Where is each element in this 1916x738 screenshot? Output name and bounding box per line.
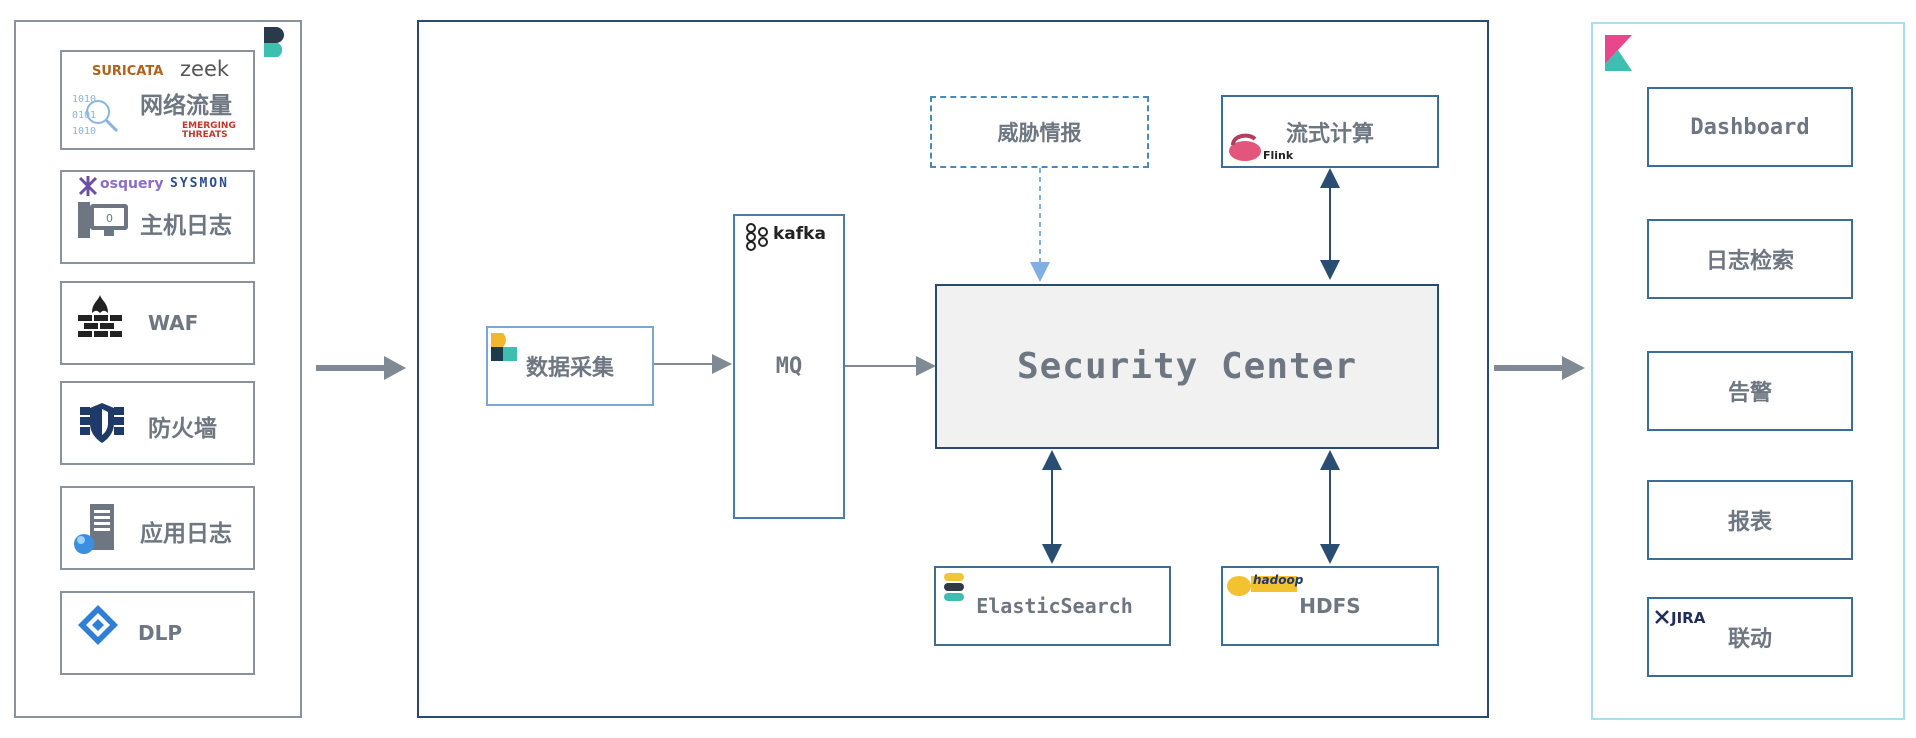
- suricata-logo: SURICATA: [92, 64, 164, 79]
- source-label: WAF: [148, 311, 199, 335]
- kafka-logo-icon: [746, 223, 768, 251]
- computer-icon: 0: [78, 202, 128, 238]
- data-collector-node: 数据采集: [486, 326, 654, 406]
- shield-wall-icon: [80, 403, 124, 443]
- kibana-logo-icon: [1605, 35, 1632, 71]
- output-label: 日志检索: [1705, 249, 1794, 274]
- binary-magnifier-icon: 1010 0101 1010: [72, 94, 119, 137]
- source-label: 网络流量: [140, 93, 232, 119]
- hadoop-logo: hadoop: [1253, 573, 1304, 587]
- source-label: 防火墙: [148, 416, 217, 442]
- zeek-logo: zeek: [180, 57, 230, 81]
- osquery-logo: osquery: [100, 176, 164, 192]
- threat-intel-node: 威胁情报: [930, 96, 1149, 168]
- stream-compute-node: Flink 流式计算: [1221, 95, 1439, 168]
- kafka-logo: kafka: [773, 224, 826, 244]
- source-dlp: DLP: [60, 591, 255, 675]
- threat-intel-label: 威胁情报: [997, 121, 1082, 145]
- source-host-log: osquery SYSMON 0 主机日志: [60, 170, 255, 264]
- svg-text:1010: 1010: [72, 126, 96, 137]
- hdfs-label: HDFS: [1299, 594, 1361, 618]
- output-label: 报表: [1727, 510, 1772, 535]
- svg-text:0101: 0101: [72, 110, 96, 121]
- output-label: 联动: [1727, 627, 1772, 652]
- server-globe-icon: [74, 504, 114, 554]
- output-label: Dashboard: [1690, 114, 1810, 140]
- source-firewall: 防火墙: [60, 381, 255, 465]
- data-collector-label: 数据采集: [525, 356, 614, 381]
- jira-icon: [1655, 610, 1669, 624]
- source-label: 应用日志: [140, 521, 232, 547]
- output-label: 告警: [1727, 381, 1772, 406]
- source-app-log: 应用日志: [60, 486, 255, 570]
- sources-panel: [14, 20, 302, 718]
- output-linkage: JIRA 联动: [1647, 597, 1853, 677]
- beats-logo-icon: [491, 333, 517, 361]
- firewall-flame-icon: [78, 295, 122, 337]
- mq-node: kafka MQ: [733, 214, 845, 519]
- sysmon-logo: SYSMON: [170, 176, 229, 191]
- processing-panel: [417, 20, 1489, 718]
- source-label: 主机日志: [140, 213, 232, 239]
- output-alert: 告警: [1647, 351, 1853, 431]
- svg-text:0: 0: [106, 212, 113, 225]
- flink-squirrel-icon: [1229, 133, 1261, 161]
- jira-logo: JIRA: [1671, 609, 1706, 627]
- security-center-label: Security Center: [1016, 346, 1358, 387]
- output-log-search: 日志检索: [1647, 219, 1853, 299]
- osquery-logo-icon: [78, 176, 98, 196]
- elasticsearch-node: ElasticSearch: [934, 566, 1171, 646]
- mq-label: MQ: [775, 354, 803, 379]
- hdfs-node: hadoop HDFS: [1221, 566, 1439, 646]
- output-dashboard: Dashboard: [1647, 87, 1853, 167]
- hadoop-elephant-icon: [1227, 576, 1297, 596]
- dlp-diamond-icon: [78, 605, 118, 645]
- stream-compute-label: 流式计算: [1285, 121, 1374, 147]
- beats-logo-icon: [264, 27, 284, 57]
- source-network-traffic: SURICATA zeek 1010 0101 1010 网络流量 EMERGI…: [60, 50, 255, 150]
- elasticsearch-label: ElasticSearch: [976, 594, 1133, 618]
- outputs-panel: [1591, 22, 1905, 720]
- source-label: DLP: [138, 621, 183, 645]
- elastic-logo-icon: [944, 573, 964, 601]
- output-report: 报表: [1647, 480, 1853, 560]
- svg-text:1010: 1010: [72, 94, 96, 105]
- source-waf: WAF: [60, 281, 255, 365]
- security-center-node: Security Center: [935, 284, 1439, 449]
- flink-logo: Flink: [1263, 149, 1294, 162]
